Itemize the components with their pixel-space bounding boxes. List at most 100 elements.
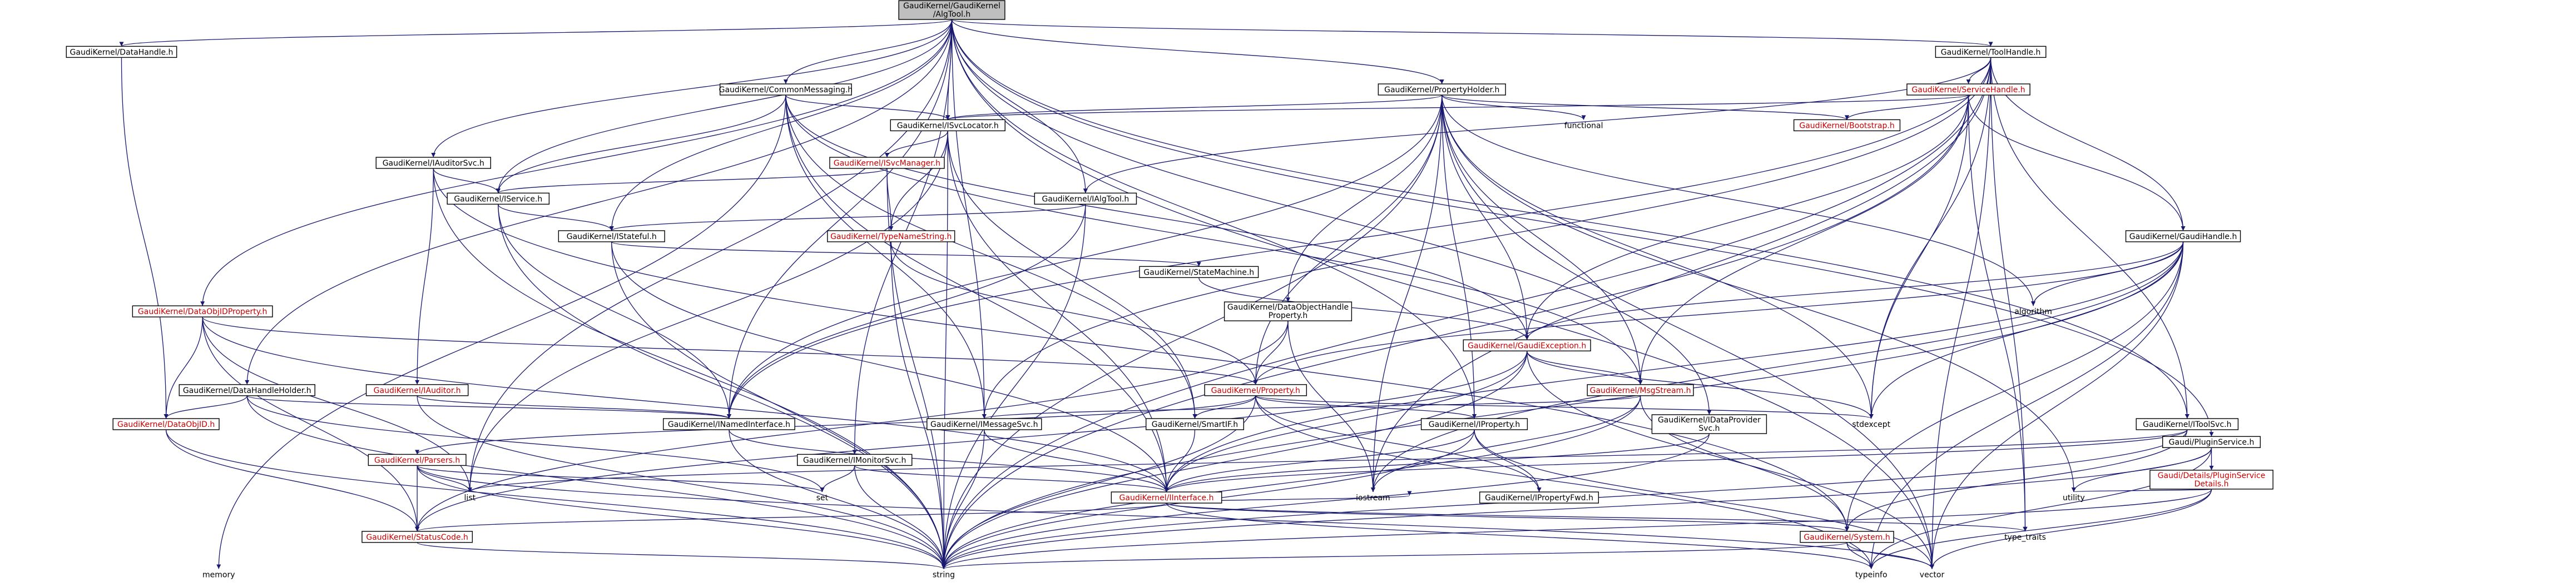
edge-idataprovider-to-string	[943, 434, 1710, 569]
edge-iinterface-to-statuscode	[417, 503, 1167, 532]
edge-servicehandle-to-gaudiexception	[1527, 94, 1969, 340]
edge-root-to-toolhandle	[951, 19, 1992, 47]
edge-isvcmanager-to-string	[886, 168, 944, 569]
arrowhead-toolhandle-to-itoolsvc	[2184, 414, 2189, 419]
arrowhead-system-to-string	[941, 564, 946, 569]
node-imessagesvc[interactable]: GaudiKernel/IMessageSvc.h	[927, 418, 1042, 430]
node-iservice[interactable]: GaudiKernel/IService.h	[447, 192, 550, 205]
edge-typenamestring-to-property	[890, 241, 1256, 385]
node-commonmsg[interactable]: GaudiKernel/CommonMessaging.h	[719, 83, 853, 96]
node-statuscode[interactable]: GaudiKernel/StatusCode.h	[361, 531, 473, 543]
node-dataobjhandleprop-box	[1223, 301, 1353, 321]
edge-servicehandle-to-typetraits	[1968, 94, 2026, 531]
node-dataobjidprop-box	[132, 305, 273, 317]
node-root[interactable]: GaudiKernel/GaudiKernel/AlgTool.h	[898, 0, 1005, 20]
node-msgstream[interactable]: GaudiKernel/MsgStream.h	[1587, 384, 1694, 396]
node-memory: memory	[202, 570, 235, 579]
edge-ialgtool-to-string	[943, 204, 1086, 569]
node-gaudiexception-box	[1463, 339, 1591, 352]
edge-gaudihandle-to-string	[943, 241, 2184, 569]
node-list: list	[464, 494, 476, 503]
node-property[interactable]: GaudiKernel/Property.h	[1204, 384, 1307, 396]
node-gaudiexception[interactable]: GaudiKernel/GaudiException.h	[1463, 339, 1591, 352]
arrowhead-msgstream-to-iostream	[1370, 487, 1375, 493]
node-istateful[interactable]: GaudiKernel/IStateful.h	[558, 230, 665, 242]
arrowhead-msgstream-to-imessagesvc	[982, 414, 987, 419]
node-root-box	[898, 0, 1005, 20]
edge-root-to-datahandleholder	[246, 19, 953, 385]
edge-propholder-to-iproperty	[1441, 94, 1475, 419]
node-system[interactable]: GaudiKernel/System.h	[1800, 531, 1894, 543]
node-imonitorsvc[interactable]: GaudiKernel/IMonitorSvc.h	[797, 454, 913, 466]
node-property-label-0: GaudiKernel/Property.h	[1211, 386, 1300, 395]
node-ipluginservice-label-0: Gaudi/PluginService.h	[2169, 438, 2255, 447]
node-iinterface[interactable]: GaudiKernel/IInterface.h	[1111, 491, 1222, 504]
node-iproperty-box	[1420, 418, 1528, 430]
node-toolhandle[interactable]: GaudiKernel/ToolHandle.h	[1935, 46, 2047, 58]
node-inamedinterface[interactable]: GaudiKernel/INamedInterface.h	[663, 418, 795, 430]
node-datahandle[interactable]: GaudiKernel/DataHandle.h	[66, 46, 177, 58]
edge-propholder-to-vector	[1441, 94, 1933, 569]
node-propholder[interactable]: GaudiKernel/PropertyHolder.h	[1378, 83, 1506, 96]
node-iauditor[interactable]: GaudiKernel/IAuditor.h	[365, 384, 469, 396]
node-istateful-box	[558, 230, 665, 242]
node-servicehandle[interactable]: GaudiKernel/ServiceHandle.h	[1906, 83, 2030, 96]
node-typenamestring[interactable]: GaudiKernel/TypeNameString.h	[827, 230, 955, 242]
node-imonitorsvc-box	[797, 454, 913, 466]
node-iproperty[interactable]: GaudiKernel/IProperty.h	[1420, 418, 1528, 430]
arrowhead-toolhandle-to-servicehandle	[1966, 79, 1971, 84]
node-smartif-label-0: GaudiKernel/SmartIF.h	[1152, 420, 1238, 429]
node-isvclocator[interactable]: GaudiKernel/ISvcLocator.h	[890, 119, 1005, 132]
arrowhead-root-to-ipluginservice	[2209, 432, 2214, 437]
node-isvcmanager[interactable]: GaudiKernel/ISvcManager.h	[829, 157, 945, 169]
node-iostream: iostream	[1356, 494, 1390, 503]
edge-istateful-to-statemachine	[611, 241, 1200, 267]
edge-gaudihandle-to-vector	[1931, 241, 2184, 569]
node-dataobjidprop[interactable]: GaudiKernel/DataObjIDProperty.h	[132, 305, 273, 317]
node-statemachine[interactable]: GaudiKernel/StateMachine.h	[1139, 266, 1259, 278]
node-string-label-0: string	[933, 570, 955, 579]
node-ipluginservice[interactable]: Gaudi/PluginService.h	[2162, 436, 2261, 448]
node-datahandleholder[interactable]: GaudiKernel/DataHandleHolder.h	[179, 384, 315, 396]
edge-commonmsg-to-smartif	[785, 94, 1196, 419]
arrowhead-istateful-to-statemachine	[1196, 262, 1201, 267]
edge-root-to-datahandle	[121, 19, 953, 47]
edge-dataobjid-to-statuscode	[165, 430, 418, 531]
node-smartif[interactable]: GaudiKernel/SmartIF.h	[1145, 418, 1244, 430]
arrowhead-property-to-smartif	[1192, 414, 1197, 419]
edge-typenamestring-to-string	[890, 241, 944, 569]
edge-gaudiexception-to-iinterface	[1166, 351, 1528, 493]
arrowhead-root-to-dataobjidprop	[200, 301, 205, 306]
node-ialgtool-box	[1034, 192, 1137, 205]
node-servicehandle-box	[1906, 83, 2030, 96]
edge-iinterface-to-system	[1166, 503, 1847, 532]
node-parsers[interactable]: GaudiKernel/Parsers.h	[368, 454, 467, 466]
edge-datahandleholder-to-dataobjid	[165, 395, 247, 419]
edge-servicehandle-to-gaudihandle	[1968, 94, 2184, 231]
node-ialgtool[interactable]: GaudiKernel/IAlgTool.h	[1034, 192, 1137, 205]
arrowhead-servicehandle-to-isvclocator	[945, 115, 950, 120]
node-servicehandle-label-0: GaudiKernel/ServiceHandle.h	[1911, 86, 2025, 94]
edge-gaudihandle-to-typeinfo	[1871, 241, 2184, 569]
edge-details-to-typeinfo	[1871, 489, 2212, 569]
node-algorithm-label-0: algorithm	[2014, 307, 2052, 316]
edge-servicehandle-to-string	[943, 94, 1969, 569]
arrowhead-root-to-iauditorsvc	[431, 152, 436, 157]
node-gaudihandle[interactable]: GaudiKernel/GaudiHandle.h	[2125, 230, 2241, 242]
edge-imonitorsvc-to-iinterface	[854, 465, 1167, 493]
node-dataobjid[interactable]: GaudiKernel/DataObjID.h	[112, 418, 220, 430]
node-bootstrap[interactable]: GaudiKernel/Bootstrap.h	[1793, 119, 1901, 132]
node-itoolsvc[interactable]: GaudiKernel/IToolSvc.h	[2136, 418, 2239, 430]
edge-gaudihandle-to-gaudiexception	[1527, 241, 2184, 340]
node-ipropertyfwd[interactable]: GaudiKernel/IPropertyFwd.h	[1479, 491, 1599, 504]
edge-commonmsg-to-isvclocator	[785, 94, 948, 120]
edge-commonmsg-to-iinterface	[785, 94, 1167, 493]
node-iauditorsvc[interactable]: GaudiKernel/IAuditorSvc.h	[375, 157, 491, 169]
edge-propholder-to-functional	[1441, 94, 1584, 120]
edge-dataobjhandleprop-to-property	[1255, 321, 1289, 385]
node-dataobjid-label-0: GaudiKernel/DataObjID.h	[117, 420, 215, 429]
node-typeinfo-label-0: typeinfo	[1855, 570, 1888, 579]
